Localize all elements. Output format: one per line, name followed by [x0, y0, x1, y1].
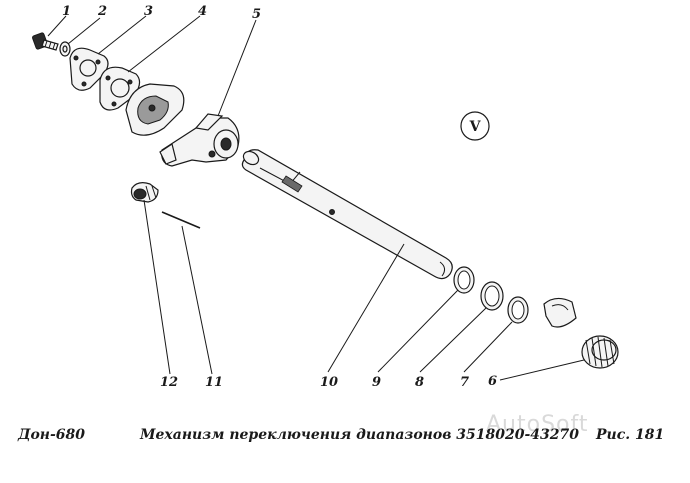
part-1-bolt — [32, 32, 59, 51]
part-10-shaft — [241, 149, 453, 280]
callout-10: 10 — [320, 375, 338, 390]
callout-4: 4 — [198, 4, 207, 19]
callout-6: 6 — [488, 374, 497, 389]
callout-3: 3 — [144, 4, 153, 19]
callout-numbers: 1 2 3 4 5 6 7 8 9 10 11 12 — [62, 4, 497, 390]
callout-5: 5 — [252, 7, 261, 22]
callout-9: 9 — [372, 375, 381, 390]
callout-2: 2 — [97, 4, 107, 19]
part-12-bolt — [130, 182, 159, 203]
part-half-cover — [543, 297, 577, 328]
part-5-shift-lever — [159, 113, 240, 167]
part-4-flange — [99, 66, 141, 111]
part-2-washer — [59, 41, 71, 57]
part-9-seal-ring — [453, 266, 475, 294]
part-3-gasket — [69, 47, 109, 91]
footer-model: Дон-680 — [18, 427, 86, 443]
callout-7: 7 — [460, 375, 469, 390]
part-8-seal-ring — [480, 281, 504, 311]
view-marker: V — [460, 111, 490, 141]
part-cover-plate — [125, 83, 185, 136]
view-label: V — [469, 119, 482, 135]
leader-lines — [47, 15, 585, 381]
part-6-plug — [581, 335, 619, 369]
callout-11: 11 — [205, 375, 223, 390]
footer-title: Механизм переключения диапазонов 3518020… — [140, 427, 579, 443]
part-7-seal-ring — [507, 296, 529, 324]
part-11-pin — [161, 211, 201, 229]
watermark: AutoSoft — [486, 412, 589, 437]
callout-12: 12 — [160, 375, 178, 390]
callout-8: 8 — [415, 375, 424, 390]
footer-figure: Рис. 181 — [596, 427, 665, 443]
callout-1: 1 — [62, 4, 71, 19]
